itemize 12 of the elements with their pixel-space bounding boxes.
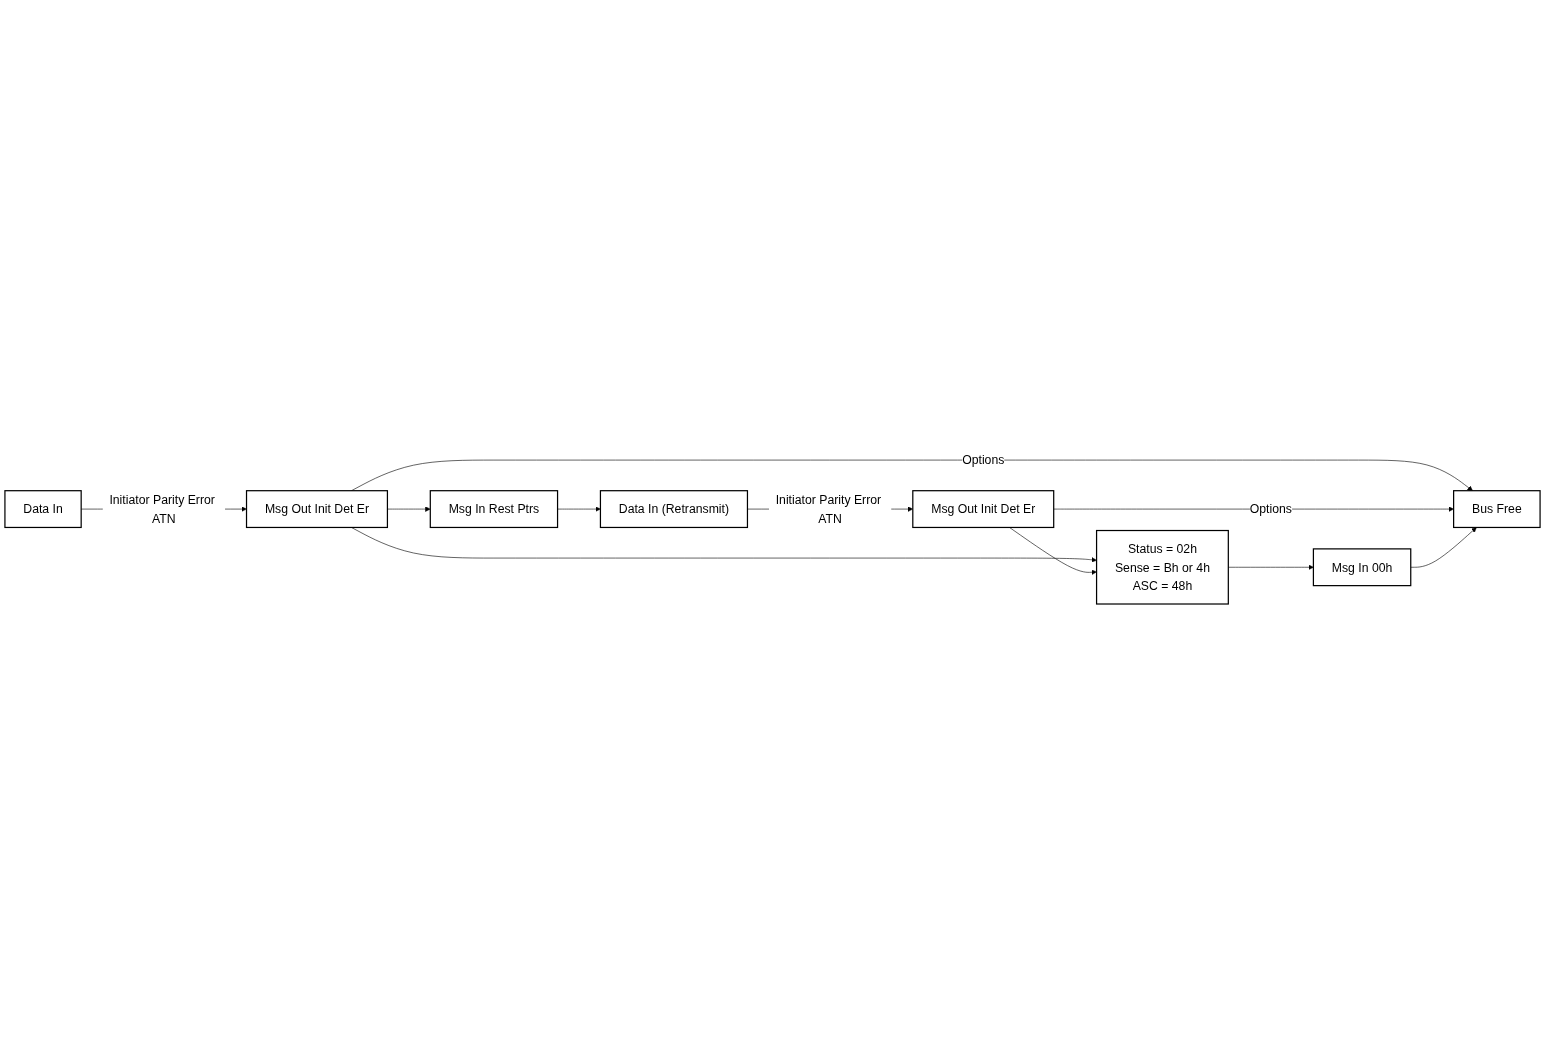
node-box: Data In [4, 490, 82, 529]
edge-label: Initiator Parity Error ATN [775, 493, 882, 526]
node-box: Msg Out Init Det Er [912, 490, 1055, 529]
node-box: Data In (Retransmit) [599, 490, 749, 529]
edge-label: Options [1249, 502, 1292, 516]
node-box: Status = 02h Sense = Bh or 4h ASC = 48h [1095, 529, 1229, 605]
node-box: Bus Free [1453, 490, 1541, 529]
node-box: Msg In 00h [1312, 548, 1412, 587]
node-box: Msg Out Init Det Er [245, 490, 389, 529]
edge-label: Options [962, 453, 1005, 467]
edge-label: Initiator Parity Error ATN [109, 493, 215, 526]
node-box: Msg In Rest Ptrs [429, 490, 559, 529]
